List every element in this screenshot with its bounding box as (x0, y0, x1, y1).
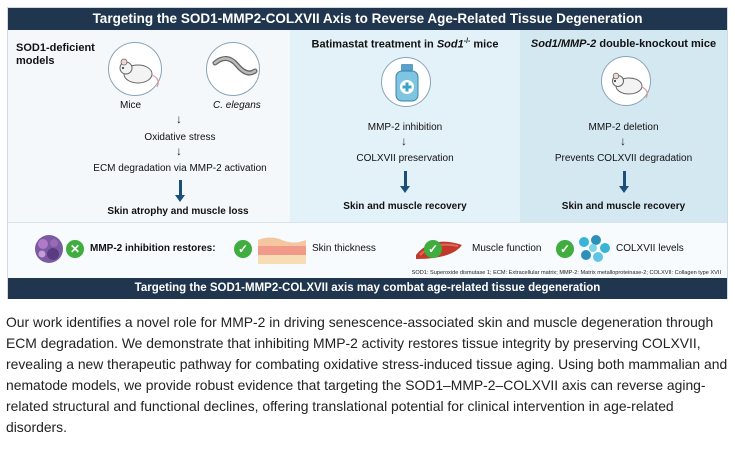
thick-arrow-down-icon (619, 171, 629, 193)
graphical-abstract: Targeting the SOD1-MMP2-COLXVII Axis to … (7, 7, 728, 299)
mmp2-protein-icon (32, 232, 66, 266)
panel-right-title-gene: Sod1/MMP-2 (530, 38, 597, 50)
arrow-down-icon: ↓ (401, 134, 407, 148)
check-icon: ✓ (424, 240, 442, 258)
arrow-down-icon: ↓ (620, 134, 626, 148)
panel-middle-title-gene: Sod1 (436, 38, 464, 51)
panel-middle-title-sup: -/- (463, 38, 471, 45)
restores-label: MMP-2 inhibition restores: (90, 243, 216, 254)
knockout-mouse-icon (601, 56, 651, 106)
mice-label: Mice (120, 100, 142, 111)
panel-sod1-deficient-models: SOD1-deficient models Mice C. elegans ↓ … (8, 30, 290, 222)
panel-middle-title-prefix: Batimastat treatment in (311, 38, 437, 51)
worm-icon (206, 42, 260, 96)
panel-middle-title-suffix: mice (470, 38, 499, 51)
right-outcome: Skin and muscle recovery (561, 201, 686, 212)
drug-bottle-icon (381, 57, 431, 107)
left-step-oxidative-stress: Oxidative stress (144, 132, 216, 143)
thick-arrow-down-icon (400, 171, 410, 193)
arrow-down-icon: ↓ (176, 144, 182, 158)
check-icon: ✓ (234, 240, 252, 258)
mouse-icon (108, 42, 162, 96)
arrow-down-icon: ↓ (176, 112, 182, 126)
right-step-prevents-degradation: Prevents COLXVII degradation (554, 153, 693, 164)
panel-left-title: SOD1-deficient models (16, 42, 95, 68)
middle-step-colxvii-preservation: COLXVII preservation (356, 153, 454, 164)
left-step-ecm-degradation: ECM degradation via MMP-2 activation (93, 163, 267, 174)
middle-step-mmp2-inhibition: MMP-2 inhibition (367, 122, 443, 133)
summary-paragraph: Our work identifies a novel role for MMP… (6, 314, 728, 435)
restores-row: ✕ MMP-2 inhibition restores: ✓ Skin thic… (8, 222, 727, 278)
panel-double-knockout: Sod1/MMP-2 double-knockout mice MMP-2 de… (520, 30, 727, 222)
cross-icon: ✕ (66, 240, 84, 258)
abstract-title-banner: Targeting the SOD1-MMP2-COLXVII Axis to … (8, 8, 727, 30)
check-icon: ✓ (556, 240, 574, 258)
panel-batimastat-treatment: Batimastat treatment in Sod1-/- mice MMP… (290, 30, 520, 222)
conclusion-banner: Targeting the SOD1-MMP2-COLXVII axis may… (8, 278, 727, 299)
left-outcome: Skin atrophy and muscle loss (107, 206, 249, 217)
panel-middle-title: Batimastat treatment in Sod1-/- mice (290, 38, 520, 51)
restore-item-skin-thickness: Skin thickness (312, 243, 376, 254)
right-step-mmp2-deletion: MMP-2 deletion (588, 122, 659, 133)
skin-layers-icon (256, 232, 308, 266)
panel-right-title-suffix: double-knockout mice (596, 38, 717, 50)
restore-item-muscle-function: Muscle function (472, 243, 542, 254)
thick-arrow-down-icon (175, 180, 185, 202)
panel-left-title-line2: models (16, 55, 55, 67)
colxvii-molecule-icon (574, 232, 612, 266)
panel-right-title: Sod1/MMP-2 double-knockout mice (520, 38, 727, 50)
abbreviation-footnote: SOD1: Superoxide dismutase 1; ECM: Extra… (411, 270, 721, 276)
c-elegans-label: C. elegans (213, 100, 261, 111)
panel-left-title-line1: SOD1-deficient (16, 42, 95, 54)
middle-outcome: Skin and muscle recovery (343, 201, 467, 212)
restore-item-colxvii-levels: COLXVII levels (616, 243, 684, 254)
